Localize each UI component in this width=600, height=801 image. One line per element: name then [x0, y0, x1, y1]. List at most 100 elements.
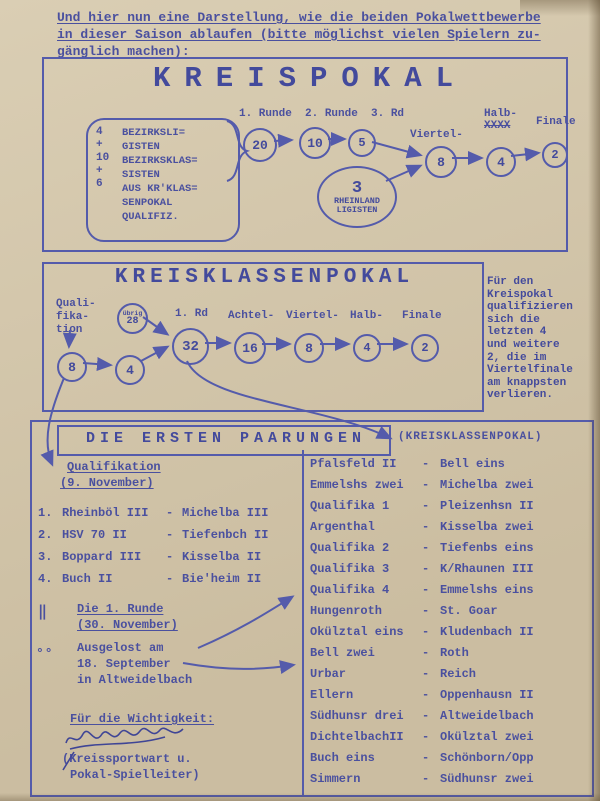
- away-team: Kludenbach II: [440, 624, 534, 639]
- entrant-count: 4: [96, 126, 103, 138]
- qualification-label-line: tion: [56, 324, 83, 336]
- match-row: DichtelbachII - Okülztal zwei: [310, 726, 586, 747]
- away-team: Roth: [440, 645, 469, 660]
- separator: -: [422, 582, 430, 597]
- intro-line: in dieser Saison ablaufen (bitte möglich…: [57, 27, 541, 42]
- away-team: Tiefenbs eins: [440, 540, 534, 555]
- entrant-text-line: SISTEN: [122, 169, 160, 181]
- match-row: Buch eins - Schönborn/Opp: [310, 747, 586, 768]
- draw-info-line: in Altweidelbach: [77, 673, 193, 687]
- separator: -: [422, 456, 430, 471]
- qualification-match-row: 2. HSV 70 II - Tiefenbch II: [38, 524, 298, 546]
- match-number: 3.: [38, 550, 53, 564]
- entrant-counts: 4+10+6: [96, 126, 122, 238]
- away-team: Altweidelbach: [440, 708, 534, 723]
- separator: -: [422, 729, 430, 744]
- finale-label: Finale: [536, 116, 576, 128]
- rheinland-ligisten-circle: 3 RHEINLAND LIGISTEN: [317, 166, 397, 228]
- separator: -: [166, 572, 174, 586]
- note-line: verlieren.: [487, 389, 554, 402]
- intro-line: gänglich machen):: [57, 44, 190, 59]
- round1-heading: Die 1. Runde: [77, 602, 164, 616]
- separator: -: [422, 645, 430, 660]
- separator: -: [422, 519, 430, 534]
- stage-label-halbfinale: Halb-: [350, 310, 384, 322]
- home-team: Qualifika 1: [310, 498, 390, 513]
- stage-circle-achtelfinale: 16: [234, 332, 266, 364]
- viertelfinale-circle: 8: [425, 146, 457, 178]
- match-number: 1.: [38, 506, 53, 520]
- uebrig-value: 28: [126, 316, 139, 327]
- entrant-count: 10: [96, 152, 110, 164]
- round-labels: 1. Runde 2. Runde 3. Rd: [239, 108, 405, 120]
- home-team: Südhunsr drei: [310, 708, 404, 723]
- finale-circle: 2: [542, 142, 568, 168]
- stage-circle-finale: 2: [411, 334, 439, 362]
- separator: -: [422, 771, 430, 786]
- uebrig-circle: übrig 28: [117, 303, 148, 334]
- emphasis-mark-1: ‖: [38, 604, 48, 621]
- away-team: St. Goar: [440, 603, 498, 618]
- qualification-match-row: 3. Boppard III - Kisselba II: [38, 546, 298, 568]
- separator: -: [422, 666, 430, 681]
- separator: -: [166, 528, 174, 542]
- rheinland-line2: LIGISTEN: [336, 204, 378, 215]
- separator: -: [422, 603, 430, 618]
- away-team: Schönborn/Opp: [440, 750, 534, 765]
- signature-heading: Für die Wichtigkeit:: [70, 712, 215, 726]
- note-line: 2, die im: [487, 351, 547, 364]
- note-line: am knappsten: [487, 376, 567, 389]
- away-team: Südhunsr zwei: [440, 771, 534, 786]
- away-team: Michelba zwei: [440, 477, 534, 492]
- home-team: HSV 70 II: [62, 528, 127, 542]
- signatory-role-line1: (Kreissportwart u.: [62, 752, 192, 766]
- home-team: Qualifika 4: [310, 582, 390, 597]
- away-team: K/Rhaunen III: [440, 561, 534, 576]
- entrant-text-line: SENPOKAL: [122, 197, 173, 209]
- home-team: Qualifika 2: [310, 540, 390, 555]
- separator: -: [166, 506, 174, 520]
- match-number: 4.: [38, 572, 53, 586]
- qualification-date: (9. November): [60, 476, 154, 490]
- home-team: DichtelbachII: [310, 729, 404, 744]
- round1-date: (30. November): [77, 618, 178, 632]
- away-team: Reich: [440, 666, 477, 681]
- separator: -: [422, 750, 430, 765]
- entrant-count: +: [96, 165, 103, 177]
- separator: -: [422, 708, 430, 723]
- kreisklassenpokal-section: KREISKLASSENPOKAL Quali- fika- tion 8 4 …: [42, 262, 484, 412]
- away-team: Bell eins: [440, 456, 505, 471]
- entrant-text-line: QUALIFIZ.: [122, 211, 179, 223]
- match-row: Hungenroth - St. Goar: [310, 600, 586, 621]
- match-number: 2.: [38, 528, 53, 542]
- note-line: letzten 4: [487, 326, 547, 339]
- home-team: Okülztal eins: [310, 624, 404, 639]
- home-team: Qualifika 3: [310, 561, 390, 576]
- entrant-count: 6: [96, 178, 103, 190]
- home-team: Ellern: [310, 687, 354, 702]
- home-team: Argenthal: [310, 519, 375, 534]
- away-team: Okülztal zwei: [440, 729, 534, 744]
- separator: -: [166, 550, 174, 564]
- pairings-title-box: DIE ERSTEN PAARUNGEN: [57, 425, 391, 456]
- qualification-match-row: 4. Buch II - Bie'heim II: [38, 568, 298, 590]
- round3-circle: 5: [348, 129, 376, 157]
- separator: -: [422, 498, 430, 513]
- entrant-text-line: AUS KR'KLAS=: [122, 183, 198, 195]
- draw-info-line: Ausgelost am: [77, 641, 164, 655]
- note-line: qualifizieren: [487, 301, 573, 314]
- away-team: Kisselba II: [182, 550, 262, 564]
- note-line: und weitere: [487, 338, 560, 351]
- note-line: Für den: [487, 276, 534, 288]
- match-row: Bell zwei - Roth: [310, 642, 586, 663]
- stage-circle-halbfinale: 4: [353, 334, 381, 362]
- match-row: Pfalsfeld II - Bell eins: [310, 453, 586, 474]
- kreisklassenpokal-title: KREISKLASSENPOKAL: [114, 266, 415, 289]
- match-row: Qualifika 1 - Pleizenhsn II: [310, 495, 586, 516]
